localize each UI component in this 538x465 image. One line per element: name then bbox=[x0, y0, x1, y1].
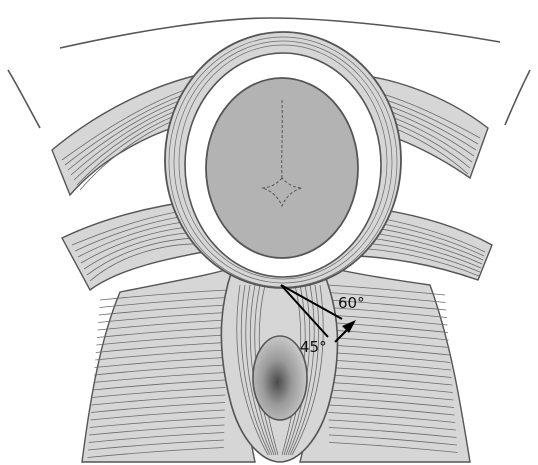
angle-label-60: 60° bbox=[338, 294, 365, 312]
fetal-head bbox=[206, 78, 358, 258]
angle-label-45: 45° bbox=[300, 338, 327, 356]
anal-opening bbox=[253, 336, 307, 420]
